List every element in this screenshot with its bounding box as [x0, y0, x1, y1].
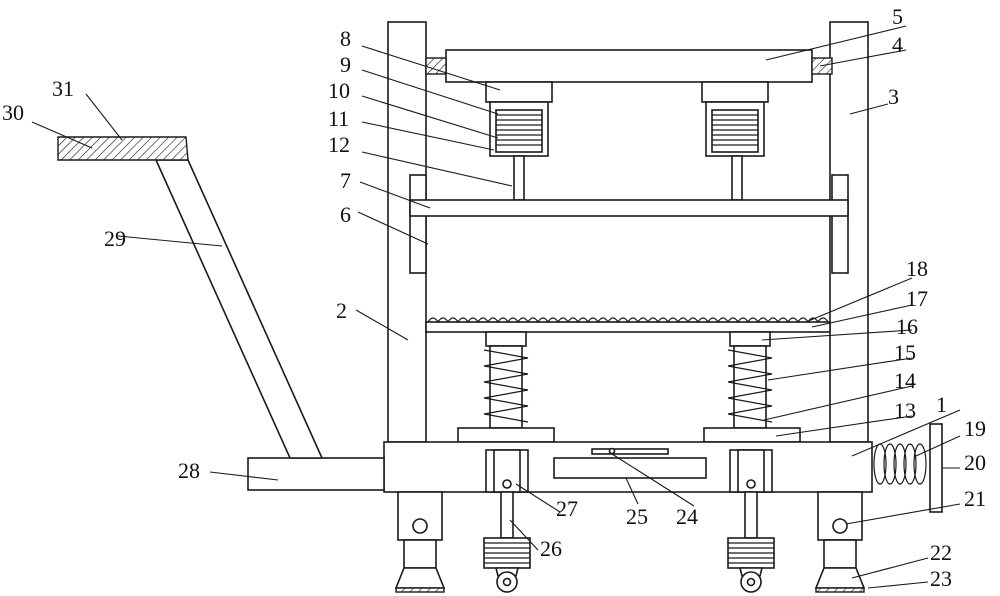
base-slot: [553, 457, 707, 479]
right-support-spring: [727, 349, 773, 423]
callout-18: 18: [906, 256, 928, 281]
work-table: [425, 321, 831, 333]
right-leg-post: [823, 539, 857, 569]
callout-29: 29: [104, 226, 126, 251]
callout-5: 5: [892, 4, 903, 29]
right-spring-cap: [729, 331, 771, 347]
left-support-spring: [483, 349, 529, 423]
left-leg-post: [403, 539, 437, 569]
leader-lines: [31, 25, 961, 589]
callout-13: 13: [894, 398, 916, 423]
left-guide-slot: [409, 174, 427, 274]
left-bracket-pin: [502, 479, 512, 489]
callout-24: 24: [676, 504, 698, 529]
left-damper-lines: [484, 542, 530, 564]
left-suction-foot: [394, 567, 446, 589]
right-damper-lines: [728, 542, 774, 564]
callout-28: 28: [178, 458, 200, 483]
buffer-spring: [873, 443, 927, 485]
callout-25: 25: [626, 504, 648, 529]
handle-bar: [154, 159, 324, 459]
top-plate: [445, 49, 813, 83]
slider-pin: [608, 447, 616, 455]
left-caster-axle: [502, 577, 512, 587]
right-cylinder-head: [701, 81, 769, 103]
callout-2: 2: [336, 298, 347, 323]
table-bumps: [427, 317, 829, 324]
callout-7: 7: [340, 168, 351, 193]
right-piston-rod: [731, 155, 743, 201]
callout-30: 30: [2, 100, 24, 125]
right-caster-stem: [744, 491, 758, 539]
callout-15: 15: [894, 340, 916, 365]
left-piston-rod: [513, 155, 525, 201]
right-bracket-pin: [746, 479, 756, 489]
left-leg-pin: [412, 518, 428, 534]
callout-9: 9: [340, 52, 351, 77]
callout-11: 11: [328, 106, 349, 131]
callout-31: 31: [52, 76, 74, 101]
callout-8: 8: [340, 26, 351, 51]
callout-23: 23: [930, 566, 952, 591]
right-caster-axle: [746, 577, 756, 587]
left-spring-cap: [485, 331, 527, 347]
handle-grip: [57, 136, 189, 161]
left-cylinder-head: [485, 81, 553, 103]
push-beam: [247, 457, 385, 491]
callout-27: 27: [556, 496, 578, 521]
right-cylinder-coils: [711, 109, 759, 153]
left-cylinder-coils: [495, 109, 543, 153]
callout-17: 17: [906, 286, 928, 311]
callout-19: 19: [964, 416, 986, 441]
callout-16: 16: [896, 314, 918, 339]
callout-21: 21: [964, 486, 986, 511]
callout-6: 6: [340, 202, 351, 227]
callout-4: 4: [892, 32, 903, 57]
callout-20: 20: [964, 450, 986, 475]
callout-1: 1: [936, 392, 947, 417]
left-foot-pad: [395, 587, 445, 593]
bumper-plate: [929, 423, 943, 513]
callout-26: 26: [540, 536, 562, 561]
right-suction-foot: [814, 567, 866, 589]
right-leg-pin: [832, 518, 848, 534]
press-plate: [409, 199, 849, 217]
left-caster-stem: [500, 491, 514, 539]
right-foot-pad: [815, 587, 865, 593]
callout-22: 22: [930, 540, 952, 565]
right-guide-slot: [831, 174, 849, 274]
callout-10: 10: [328, 78, 350, 103]
left-spring-base: [457, 427, 555, 443]
slider-plate: [591, 448, 669, 455]
callout-12: 12: [328, 132, 350, 157]
callout-14: 14: [894, 368, 916, 393]
callout-labels: 1 2 3 4 5 6 7 8 9 10 11 12 13 14 15 16 1…: [2, 4, 986, 591]
callout-3: 3: [888, 84, 899, 109]
